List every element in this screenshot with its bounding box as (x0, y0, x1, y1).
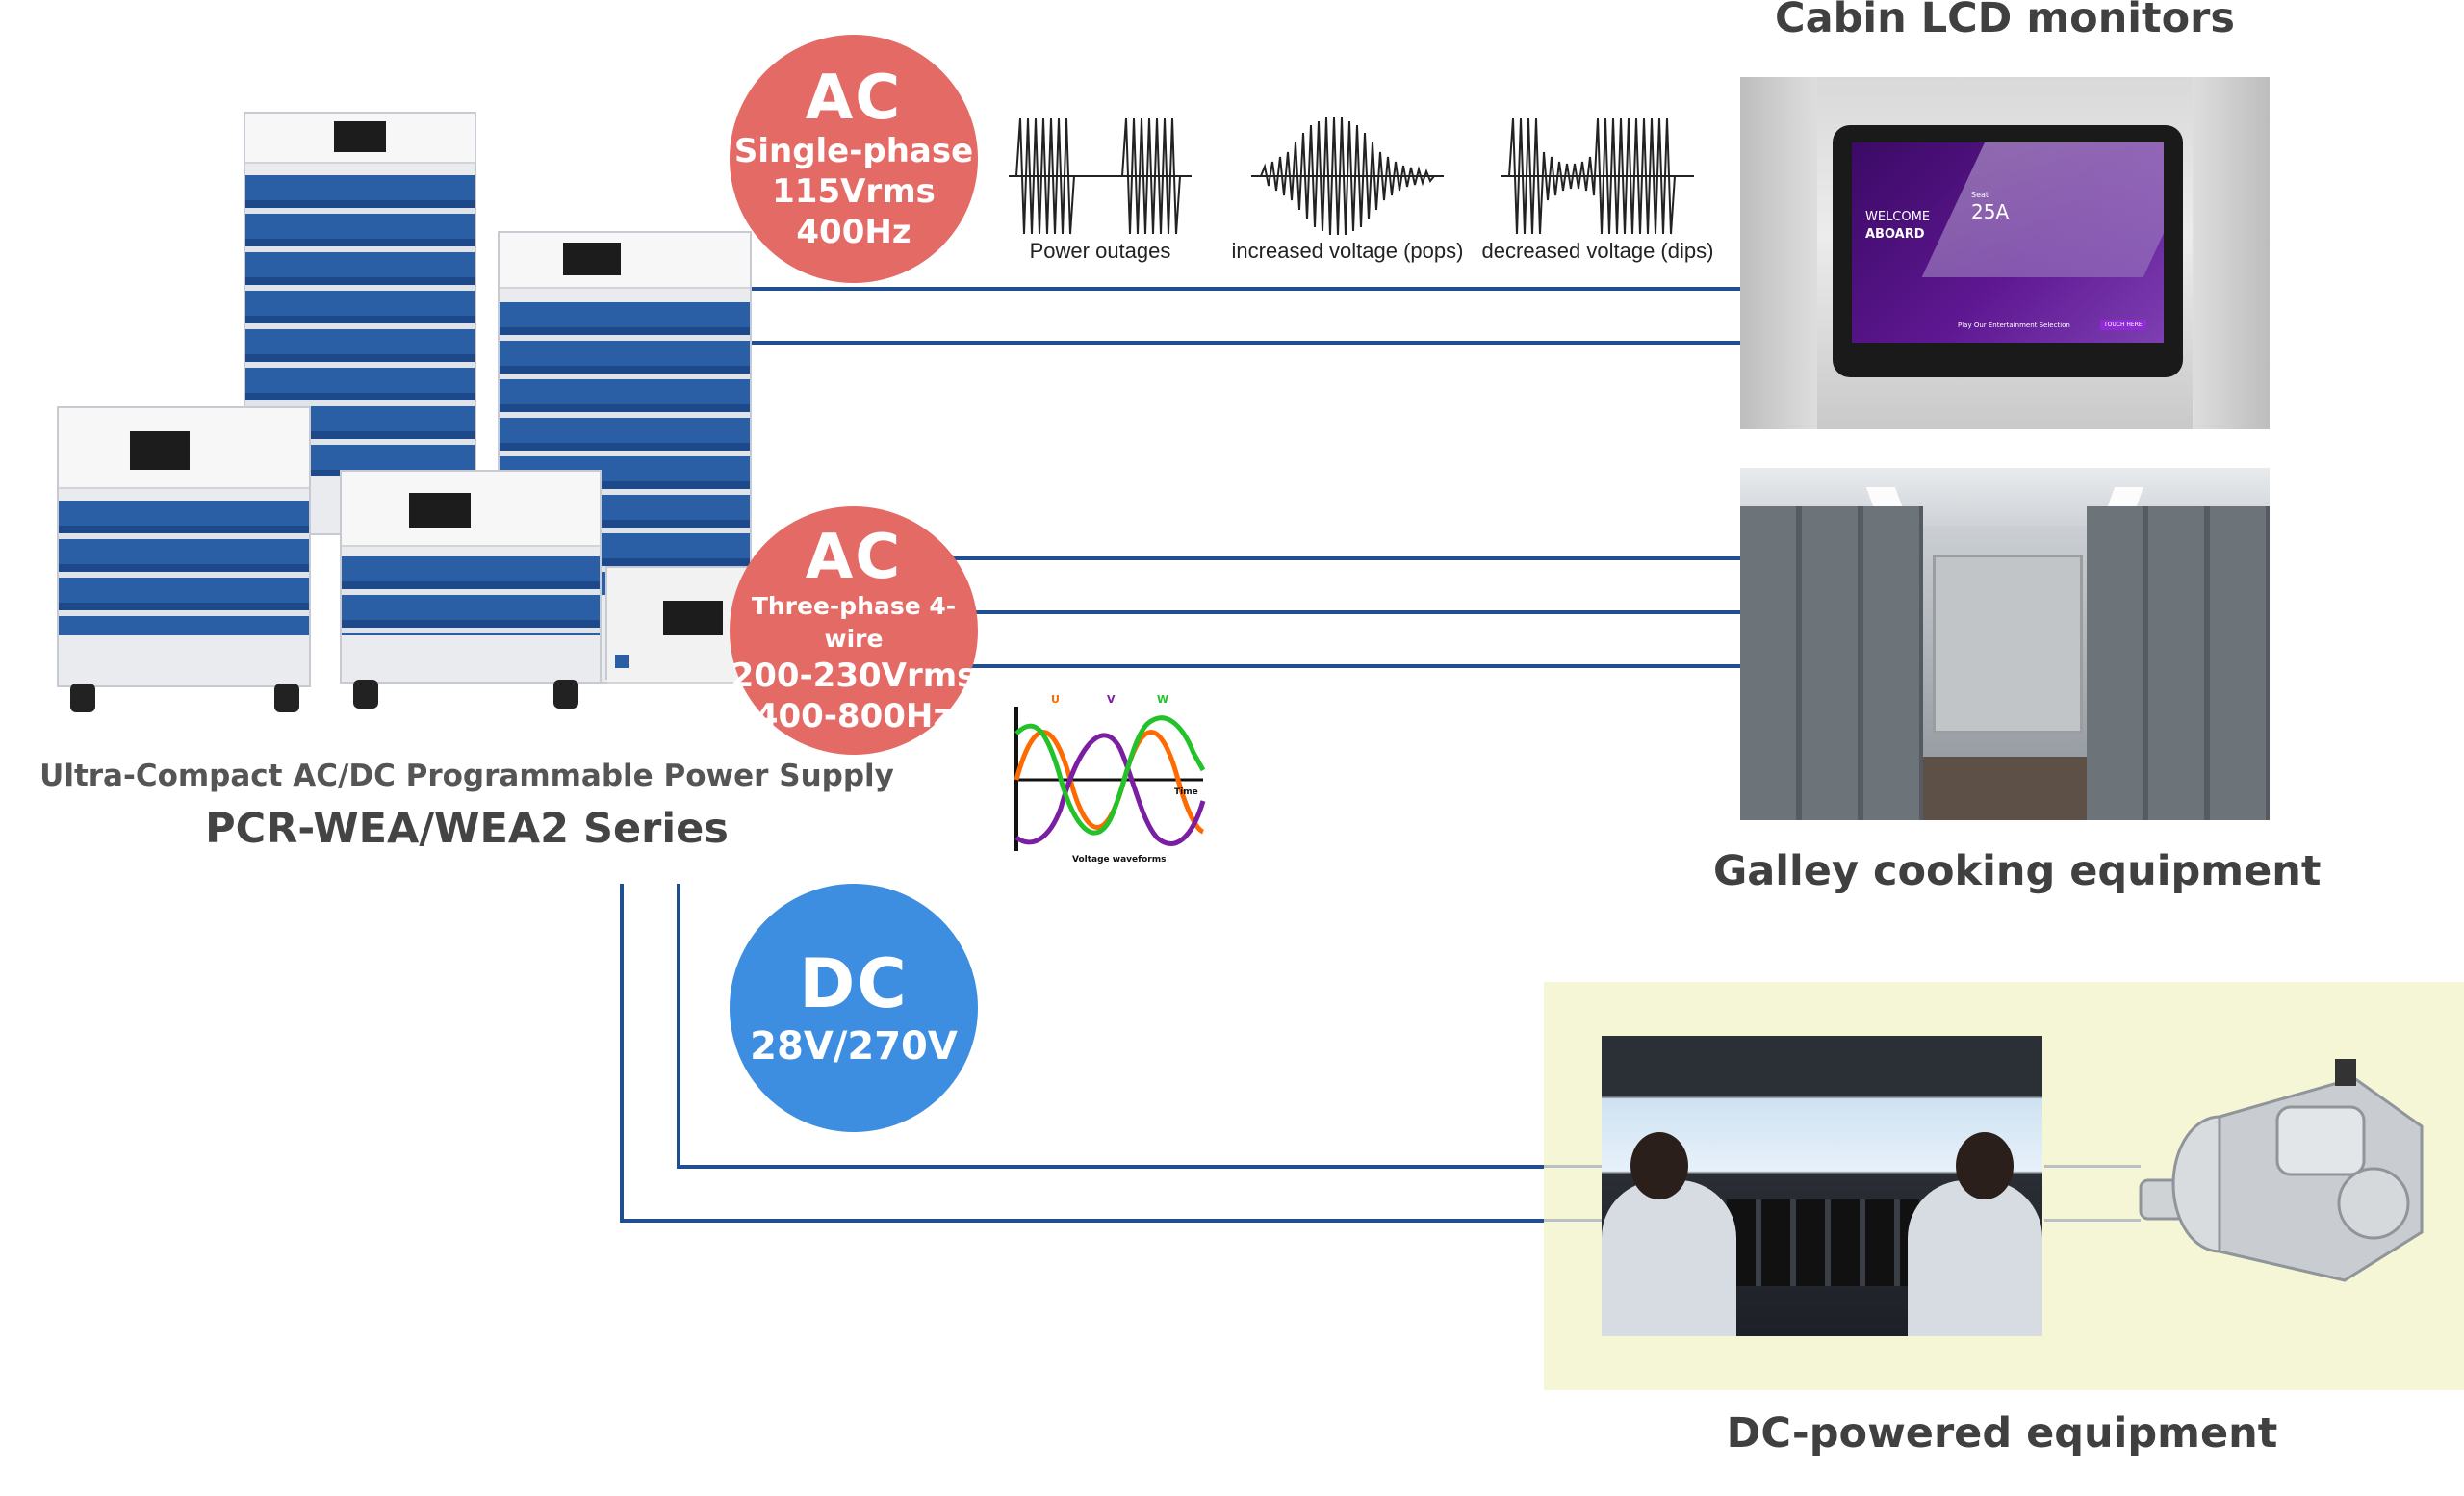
line-ac-three-2 (943, 610, 1740, 614)
cockpit-photo (1602, 1036, 2042, 1336)
phase-label-w: W (1157, 693, 1169, 706)
line-dc-in-2 (1544, 1219, 1602, 1222)
line-ac-single-2 (746, 341, 1740, 345)
caption-dips: decreased voltage (dips) (1481, 239, 1714, 263)
dc-pump-icon (2139, 1059, 2424, 1282)
ac-single-phase-badge: AC Single-phase 115Vrms 400Hz (730, 35, 978, 283)
galley-title: Galley cooking equipment (1713, 847, 2322, 895)
line-dc-horizontal-1 (620, 1219, 1602, 1223)
welcome-text: WELCOME (1865, 210, 1931, 224)
product-subtitle: Ultra-Compact AC/DC Programmable Power S… (39, 759, 894, 793)
line-dc-horizontal-2 (677, 1165, 1602, 1169)
line-dc-to-pump-2 (2044, 1219, 2141, 1222)
line-ac-single-1 (746, 287, 1740, 291)
product-title: PCR-WEA/WEA2 Series (205, 805, 729, 853)
touch-here-button[interactable]: TOUCH HERE (2100, 320, 2146, 330)
ac-three-phase-badge: AC Three-phase 4-wire 200-230Vrms 400-80… (730, 506, 978, 755)
dc-badge: DC 28V/270V (730, 884, 978, 1132)
waveform-pops-icon (1251, 116, 1444, 236)
phase-label-v: V (1107, 693, 1116, 706)
line-dc-in-1 (1544, 1165, 1602, 1168)
psu-unit-compact (605, 566, 756, 684)
waveform-power-outages-icon (1009, 117, 1192, 235)
line-ac-three-1 (943, 556, 1740, 560)
time-axis-label: Time (1174, 787, 1198, 797)
line-ac-three-3 (943, 664, 1740, 668)
cabin-monitor-photo: WELCOME ABOARD Seat 25A Play Our Enterta… (1740, 77, 2270, 429)
caption-pops: increased voltage (pops) (1231, 239, 1464, 263)
three-phase-chart: U V W Time Voltage waveforms (1011, 693, 1208, 870)
line-dc-vertical-1 (620, 884, 624, 1223)
line-dc-vertical-2 (677, 884, 680, 1169)
seat-label: Seat (1971, 191, 1989, 199)
phase-label-u: U (1051, 693, 1060, 706)
dc-equipment-title: DC-powered equipment (1726, 1409, 2278, 1457)
psu-unit-front-middle (340, 470, 602, 684)
psu-unit-front-left (57, 406, 311, 687)
dc-equipment-panel (1544, 982, 2464, 1390)
cabin-monitors-title: Cabin LCD monitors (1775, 0, 2235, 42)
voltage-waveforms-caption: Voltage waveforms (1072, 855, 1167, 864)
monitor-bezel: WELCOME ABOARD Seat 25A Play Our Enterta… (1833, 125, 2183, 377)
caption-power-outages: Power outages (1029, 239, 1171, 263)
psu-unit-tall (244, 112, 476, 535)
monitor-screen: WELCOME ABOARD Seat 25A Play Our Enterta… (1852, 142, 2164, 343)
seat-number: 25A (1971, 200, 2010, 223)
aboard-text: ABOARD (1865, 227, 1925, 242)
waveform-dips-icon (1502, 117, 1694, 235)
power-supply-illustration (53, 106, 756, 722)
entertainment-text: Play Our Entertainment Selection (1958, 322, 2070, 329)
galley-photo (1740, 468, 2270, 820)
line-dc-to-pump-1 (2044, 1165, 2141, 1168)
